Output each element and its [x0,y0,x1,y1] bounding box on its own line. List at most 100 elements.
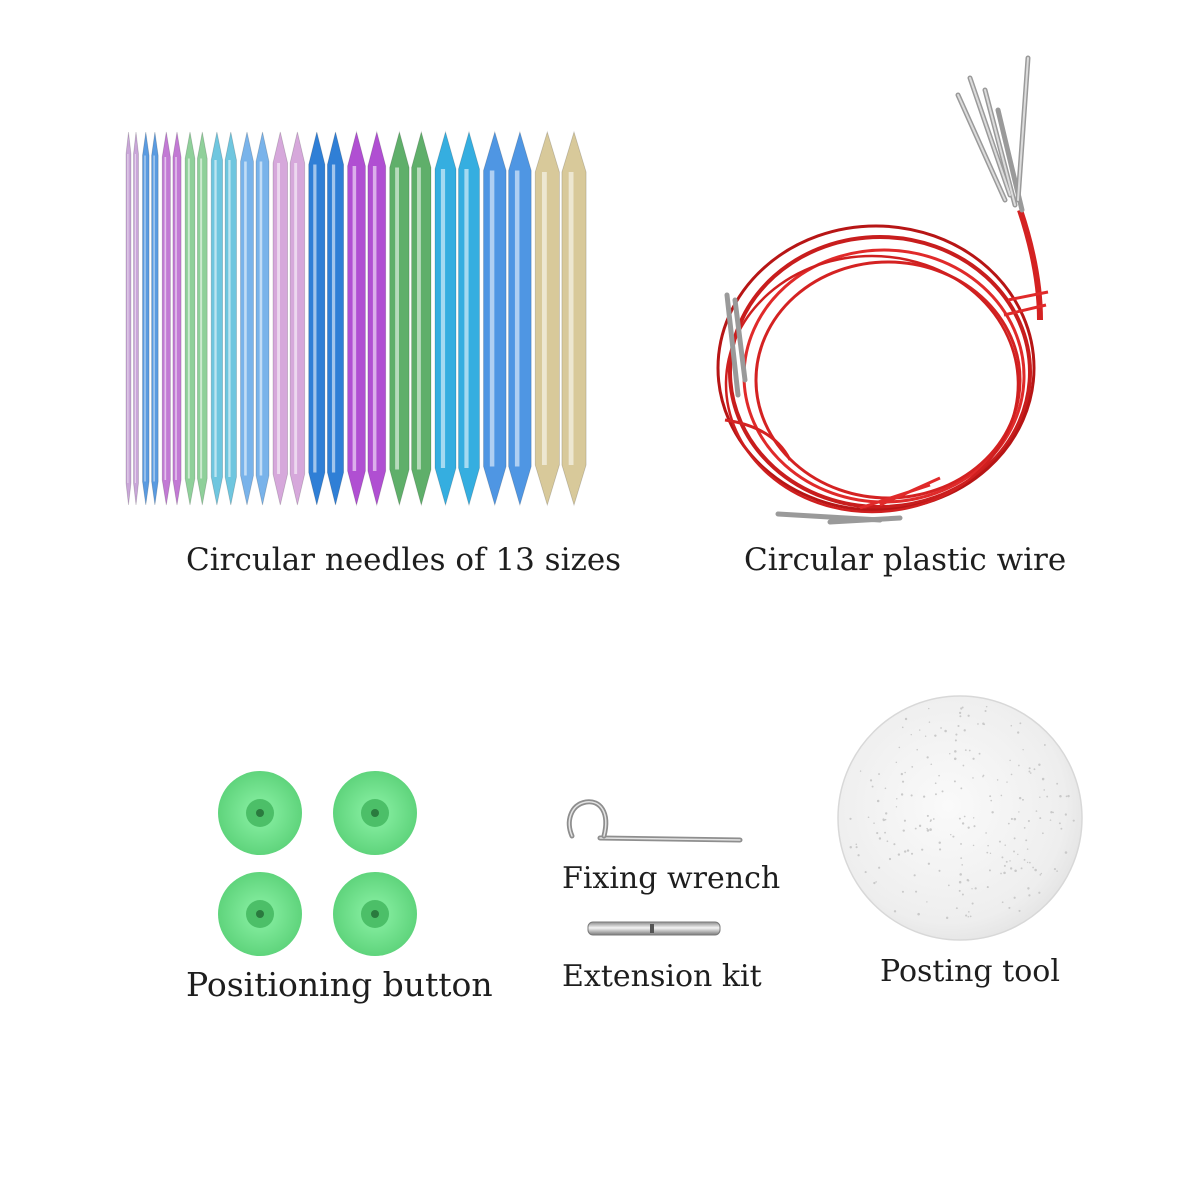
sparkle [1060,827,1063,830]
sparkle [849,845,852,849]
sparkle [1035,810,1038,812]
sparkle [918,729,921,731]
sparkle [960,787,963,790]
needle-icon [434,130,457,507]
sparkle [958,880,962,884]
sparkle [926,827,928,830]
positioning-button-icon [333,872,417,956]
sparkle [929,820,932,822]
sparkle [932,818,935,820]
sparkle [961,864,963,866]
sparkle [991,811,994,814]
sparkle [1023,826,1026,829]
sparkle [989,795,992,798]
sparkle [1003,871,1006,875]
extension-tube-icon [587,921,721,936]
sparkle [1007,822,1010,825]
sparkle [903,850,907,853]
needle-icon [224,131,237,506]
needle-icon [125,131,132,506]
sparkle [928,721,931,723]
sparkle [984,709,987,713]
sparkle [906,849,910,852]
needle-icon [561,130,587,507]
wire-caption: Circular plastic wire [744,542,1067,578]
sparkle [926,814,929,817]
sparkle [985,705,988,708]
sparkle [940,727,942,729]
sparkle [952,835,955,838]
sparkle [972,777,974,779]
sparkle [982,774,985,777]
needle-icon [327,131,344,506]
sparkle [1067,794,1070,798]
sparkle [1010,773,1013,776]
needle-icon [483,130,507,507]
sparkle [876,799,880,803]
sparkle [1041,777,1045,781]
sparkle [1026,848,1029,850]
sparkle [900,793,904,796]
sparkle [957,724,960,728]
sparkle [898,746,901,749]
sparkle [914,827,917,830]
sparkle [859,770,862,772]
sparkle [934,734,937,737]
sparkle [916,748,918,751]
positioning-button-icon [333,771,417,855]
sparkle [960,857,963,860]
needle-icon [151,131,159,506]
sparkle [935,793,937,796]
sparkle [871,785,874,788]
sparkle [1004,844,1007,846]
sparkle [955,907,958,910]
sparkle [882,818,885,821]
needle-icon [272,131,288,506]
sparkle [965,914,968,917]
sparkle [1001,901,1004,904]
sparkle [971,902,974,905]
sparkle [1028,894,1031,897]
sparkle [926,829,930,832]
sparkle [1039,817,1042,820]
sparkle [972,757,975,760]
sparkle [958,817,961,820]
sparkle [953,757,957,761]
sparkle [849,817,852,820]
sparkle [1072,819,1075,822]
sparkle [1013,896,1016,899]
sparkle [961,822,965,825]
sparkle [985,832,987,834]
sparkle [921,848,924,851]
sparkle [1056,782,1059,785]
positioning-button-icon [218,872,302,956]
sparkle [1018,764,1020,767]
sparkle [884,831,886,834]
sparkle [1020,867,1023,870]
sparkle [893,910,897,913]
sparkle [1032,866,1034,869]
sparkle [1014,869,1017,873]
sparkle [1022,798,1024,801]
sparkle [1008,906,1011,909]
needle-icon [389,130,410,507]
extension-caption: Extension kit [562,959,762,994]
sparkle [888,857,892,861]
sparkle [1027,819,1030,823]
sparkle [947,884,950,887]
sparkle [1010,724,1013,727]
sparkle [1050,811,1053,814]
sparkle [962,764,965,767]
needle-icon [289,131,306,506]
sparkle [986,886,989,889]
sparkle [884,787,887,790]
needle-icon [458,130,480,507]
needle-icon [508,130,532,507]
sparkle [953,780,956,783]
sparkle [934,782,937,785]
needle-icon [184,131,196,506]
sparkle [958,889,961,892]
sparkle [1027,887,1030,890]
